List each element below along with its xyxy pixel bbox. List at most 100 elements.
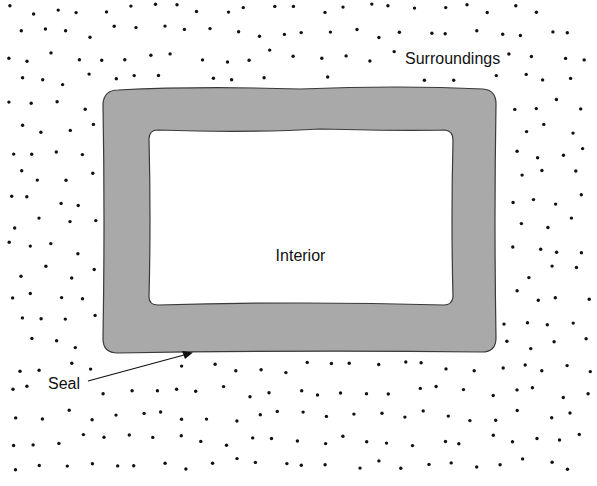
seal-band bbox=[103, 87, 496, 353]
molecule-dot bbox=[213, 363, 216, 366]
molecule-dot bbox=[434, 385, 437, 388]
molecule-dot bbox=[159, 410, 162, 413]
molecule-dot bbox=[38, 464, 41, 467]
molecule-dot bbox=[76, 252, 79, 255]
molecule-dot bbox=[515, 388, 518, 391]
molecule-dot bbox=[411, 444, 414, 447]
molecule-dot bbox=[578, 433, 581, 436]
molecule-dot bbox=[180, 434, 183, 437]
molecule-dot bbox=[413, 6, 416, 9]
molecule-dot bbox=[258, 35, 261, 38]
molecule-dot bbox=[19, 275, 22, 278]
molecule-dot bbox=[502, 366, 505, 369]
molecule-dot bbox=[571, 131, 574, 134]
molecule-dot bbox=[41, 78, 44, 81]
molecule-dot bbox=[267, 391, 270, 394]
molecule-dot bbox=[535, 107, 538, 110]
molecule-dot bbox=[94, 219, 97, 222]
molecule-dot bbox=[316, 393, 319, 396]
molecule-dot bbox=[300, 31, 303, 34]
molecule-dot bbox=[91, 172, 94, 175]
molecule-dot bbox=[175, 388, 178, 391]
molecule-dot bbox=[163, 462, 166, 465]
molecule-dot bbox=[473, 369, 476, 372]
molecule-dot bbox=[70, 276, 73, 279]
molecule-dot bbox=[339, 391, 342, 394]
molecule-dot bbox=[588, 298, 591, 301]
molecule-dot bbox=[444, 367, 447, 370]
molecule-dot bbox=[64, 317, 67, 320]
molecule-dot bbox=[14, 416, 17, 419]
molecule-dot bbox=[419, 361, 422, 364]
molecule-dot bbox=[468, 419, 471, 422]
molecule-dot bbox=[78, 58, 81, 61]
molecule-dot bbox=[542, 123, 545, 126]
molecule-dot bbox=[358, 466, 361, 469]
molecule-dot bbox=[386, 4, 389, 7]
region-label: Surroundings bbox=[405, 49, 500, 68]
molecule-dot bbox=[501, 33, 504, 36]
molecule-dot bbox=[344, 54, 347, 57]
molecule-dot bbox=[385, 441, 388, 444]
molecule-dot bbox=[352, 412, 355, 415]
molecule-dot bbox=[527, 276, 530, 279]
molecule-dot bbox=[100, 59, 103, 62]
molecule-dot bbox=[348, 362, 351, 365]
molecule-dot bbox=[330, 362, 333, 365]
molecule-dot bbox=[565, 364, 568, 367]
molecule-dot bbox=[526, 321, 529, 324]
molecule-dot bbox=[495, 74, 498, 77]
molecule-dot bbox=[13, 226, 16, 229]
molecule-dot bbox=[529, 347, 532, 350]
molecule-dot bbox=[115, 77, 118, 80]
molecule-dot bbox=[90, 418, 93, 421]
molecule-dot bbox=[39, 317, 42, 320]
molecule-dot bbox=[74, 346, 77, 349]
molecule-dot bbox=[55, 100, 58, 103]
molecule-dot bbox=[589, 370, 592, 373]
surroundings-dots bbox=[7, 2, 592, 471]
molecule-dot bbox=[74, 11, 77, 14]
molecule-dot bbox=[515, 289, 518, 292]
molecule-dot bbox=[524, 363, 527, 366]
molecule-dot bbox=[525, 130, 528, 133]
interior-region: Interior bbox=[152, 134, 449, 301]
molecule-dot bbox=[562, 396, 565, 399]
molecule-dot bbox=[21, 76, 24, 79]
molecule-dot bbox=[132, 464, 135, 467]
molecule-dot bbox=[323, 463, 326, 466]
molecule-dot bbox=[21, 316, 24, 319]
molecule-dot bbox=[540, 169, 543, 172]
molecule-dot bbox=[64, 29, 67, 32]
molecule-dot bbox=[49, 242, 52, 245]
molecule-dot bbox=[546, 323, 549, 326]
molecule-dot bbox=[157, 74, 160, 77]
molecule-dot bbox=[566, 31, 569, 34]
molecule-dot bbox=[292, 5, 295, 8]
molecule-dot bbox=[7, 100, 10, 103]
molecule-dot bbox=[44, 27, 47, 30]
molecule-dot bbox=[341, 435, 344, 438]
molecule-dot bbox=[583, 58, 586, 61]
molecule-dot bbox=[87, 72, 90, 75]
molecule-dot bbox=[36, 178, 39, 181]
molecule-dot bbox=[447, 414, 450, 417]
molecule-dot bbox=[519, 34, 522, 37]
molecule-dot bbox=[105, 10, 108, 13]
molecule-dot bbox=[393, 50, 396, 53]
molecule-dot bbox=[248, 395, 251, 398]
molecule-dot bbox=[205, 417, 208, 420]
molecule-dot bbox=[168, 52, 171, 55]
molecule-dot bbox=[37, 216, 40, 219]
molecule-dot bbox=[175, 3, 178, 6]
molecule-dot bbox=[475, 29, 478, 32]
molecule-dot bbox=[183, 28, 186, 31]
molecule-dot bbox=[180, 364, 183, 367]
molecule-dot bbox=[558, 438, 561, 441]
molecule-dot bbox=[370, 2, 373, 5]
molecule-dot bbox=[69, 129, 72, 132]
molecule-dot bbox=[21, 124, 24, 127]
molecule-dot bbox=[259, 413, 262, 416]
molecule-dot bbox=[462, 388, 465, 391]
molecule-dot bbox=[91, 462, 94, 465]
